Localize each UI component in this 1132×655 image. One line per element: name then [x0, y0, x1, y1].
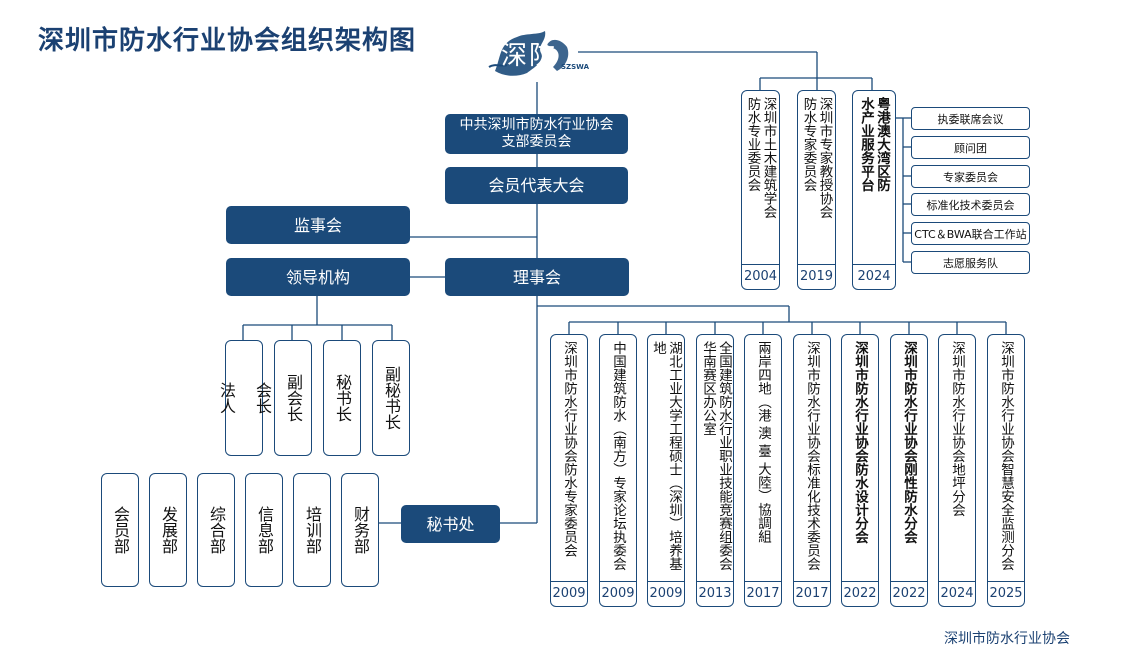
upper-unit-box: 粤港澳大湾区防 水产业服务平台 2024: [852, 90, 896, 290]
council-box: 理事会: [445, 258, 629, 296]
branch-box: 中国建筑防水（南方）专家论坛执委会 2009: [599, 334, 637, 607]
swa-logo-icon: 深防 SZSWA: [487, 27, 599, 81]
department-label: 综合部: [207, 506, 226, 554]
upper-unit-name: 深圳市土木建筑学会 防水专业委员会: [744, 97, 777, 219]
leader-label: 副秘书长: [382, 366, 401, 430]
branch-box: 深圳市防水行业协会刚性防水分会 2022: [890, 334, 928, 607]
page-title: 深圳市防水行业协会组织架构图: [38, 26, 417, 56]
supervisors-box: 监事会: [226, 206, 410, 244]
leader-box: 副秘书长: [372, 340, 410, 456]
upper-unit-name: 粤港澳大湾区防 水产业服务平台: [858, 97, 890, 192]
branch-name: 深圳市防水行业协会刚性防水分会: [901, 341, 917, 544]
upper-unit-year: 2004: [742, 264, 779, 289]
leadership-box: 领导机构: [226, 258, 410, 296]
branch-year: 2022: [891, 581, 927, 606]
department-box: 发展部: [149, 473, 187, 587]
branch-name: 湖北工业大学工程硕士（深圳）培养基地: [650, 341, 682, 571]
branch-name: 深圳市防水行业协会智慧安全监测分会: [998, 341, 1014, 571]
branch-year: 2013: [697, 581, 733, 606]
congress-box: 会员代表大会: [445, 167, 628, 204]
department-box: 财务部: [341, 473, 379, 587]
branch-box: 深圳市防水行业协会地坪分会 2024: [938, 334, 976, 607]
department-label: 信息部: [255, 506, 274, 554]
logo-text: 深防: [501, 41, 558, 71]
department-box: 会员部: [101, 473, 139, 587]
branch-box: 深圳市防水行业协会标准化技术委员会 2017: [793, 334, 831, 607]
branch-name: 深圳市防水行业协会防水设计分会: [852, 341, 868, 544]
branch-name: 深圳市防水行业协会防水专家委员会: [561, 341, 577, 557]
branch-year: 2017: [794, 581, 830, 606]
branch-year: 2009: [551, 581, 587, 606]
leader-label: 秘书长: [333, 374, 352, 422]
branch-box: 深圳市防水行业协会防水设计分会 2022: [841, 334, 879, 607]
department-label: 会员部: [111, 506, 130, 554]
branch-box: 深圳市防水行业协会智慧安全监测分会 2025: [987, 334, 1025, 607]
branch-year: 2017: [745, 581, 781, 606]
department-box: 培训部: [293, 473, 331, 587]
branch-year: 2009: [600, 581, 636, 606]
department-box: 综合部: [197, 473, 235, 587]
platform-item: 标准化技术委员会: [911, 193, 1030, 216]
upper-unit-box: 深圳市土木建筑学会 防水专业委员会 2004: [741, 90, 780, 290]
department-label: 财务部: [351, 506, 370, 554]
leader-box: 秘书长: [323, 340, 361, 456]
logo-subtext: SZSWA: [561, 63, 589, 71]
branch-box: 深圳市防水行业协会防水专家委员会 2009: [550, 334, 588, 607]
platform-item: 执委联席会议: [911, 107, 1030, 130]
branch-year: 2022: [842, 581, 878, 606]
leader-box: 会长 法人: [217, 340, 272, 456]
platform-item: 专家委员会: [911, 165, 1030, 188]
branch-name: 兩岸四地（港 澳 臺 大陸）協調組: [755, 341, 771, 543]
leader-box: 副会长: [274, 340, 312, 456]
branch-box: 兩岸四地（港 澳 臺 大陸）協調組 2017: [744, 334, 782, 607]
party-committee-box: 中共深圳市防水行业协会 支部委员会: [445, 114, 628, 154]
leader-label: 副会长: [284, 374, 303, 422]
branch-year: 2009: [648, 581, 684, 606]
platform-item: 志愿服务队: [911, 251, 1030, 274]
branch-name: 中国建筑防水（南方）专家论坛执委会: [610, 341, 626, 571]
department-label: 发展部: [159, 506, 178, 554]
branch-year: 2025: [988, 581, 1024, 606]
branch-box: 湖北工业大学工程硕士（深圳）培养基地 2009: [647, 334, 685, 607]
upper-unit-box: 深圳市专家教授协会 防水专家委员会 2019: [797, 90, 836, 290]
upper-unit-year: 2019: [798, 264, 835, 289]
secretariat-box: 秘书处: [401, 505, 500, 543]
platform-item: 顾问团: [911, 136, 1030, 159]
branch-box: 全国建筑防水行业职业技能竞赛组委会华南赛区办公室 2013: [696, 334, 734, 607]
branch-year: 2024: [939, 581, 975, 606]
upper-unit-name: 深圳市专家教授协会 防水专家委员会: [800, 97, 833, 219]
department-box: 信息部: [245, 473, 283, 587]
footer-org-name: 深圳市防水行业协会: [944, 631, 1070, 647]
platform-item: CTC＆BWA联合工作站: [911, 222, 1030, 245]
department-label: 培训部: [303, 506, 322, 554]
leader-label: 会长 法人: [217, 382, 272, 414]
upper-unit-year: 2024: [853, 264, 895, 289]
branch-name: 深圳市防水行业协会地坪分会: [949, 341, 965, 517]
branch-name: 全国建筑防水行业职业技能竞赛组委会华南赛区办公室: [700, 341, 732, 571]
branch-name: 深圳市防水行业协会标准化技术委员会: [804, 341, 820, 571]
